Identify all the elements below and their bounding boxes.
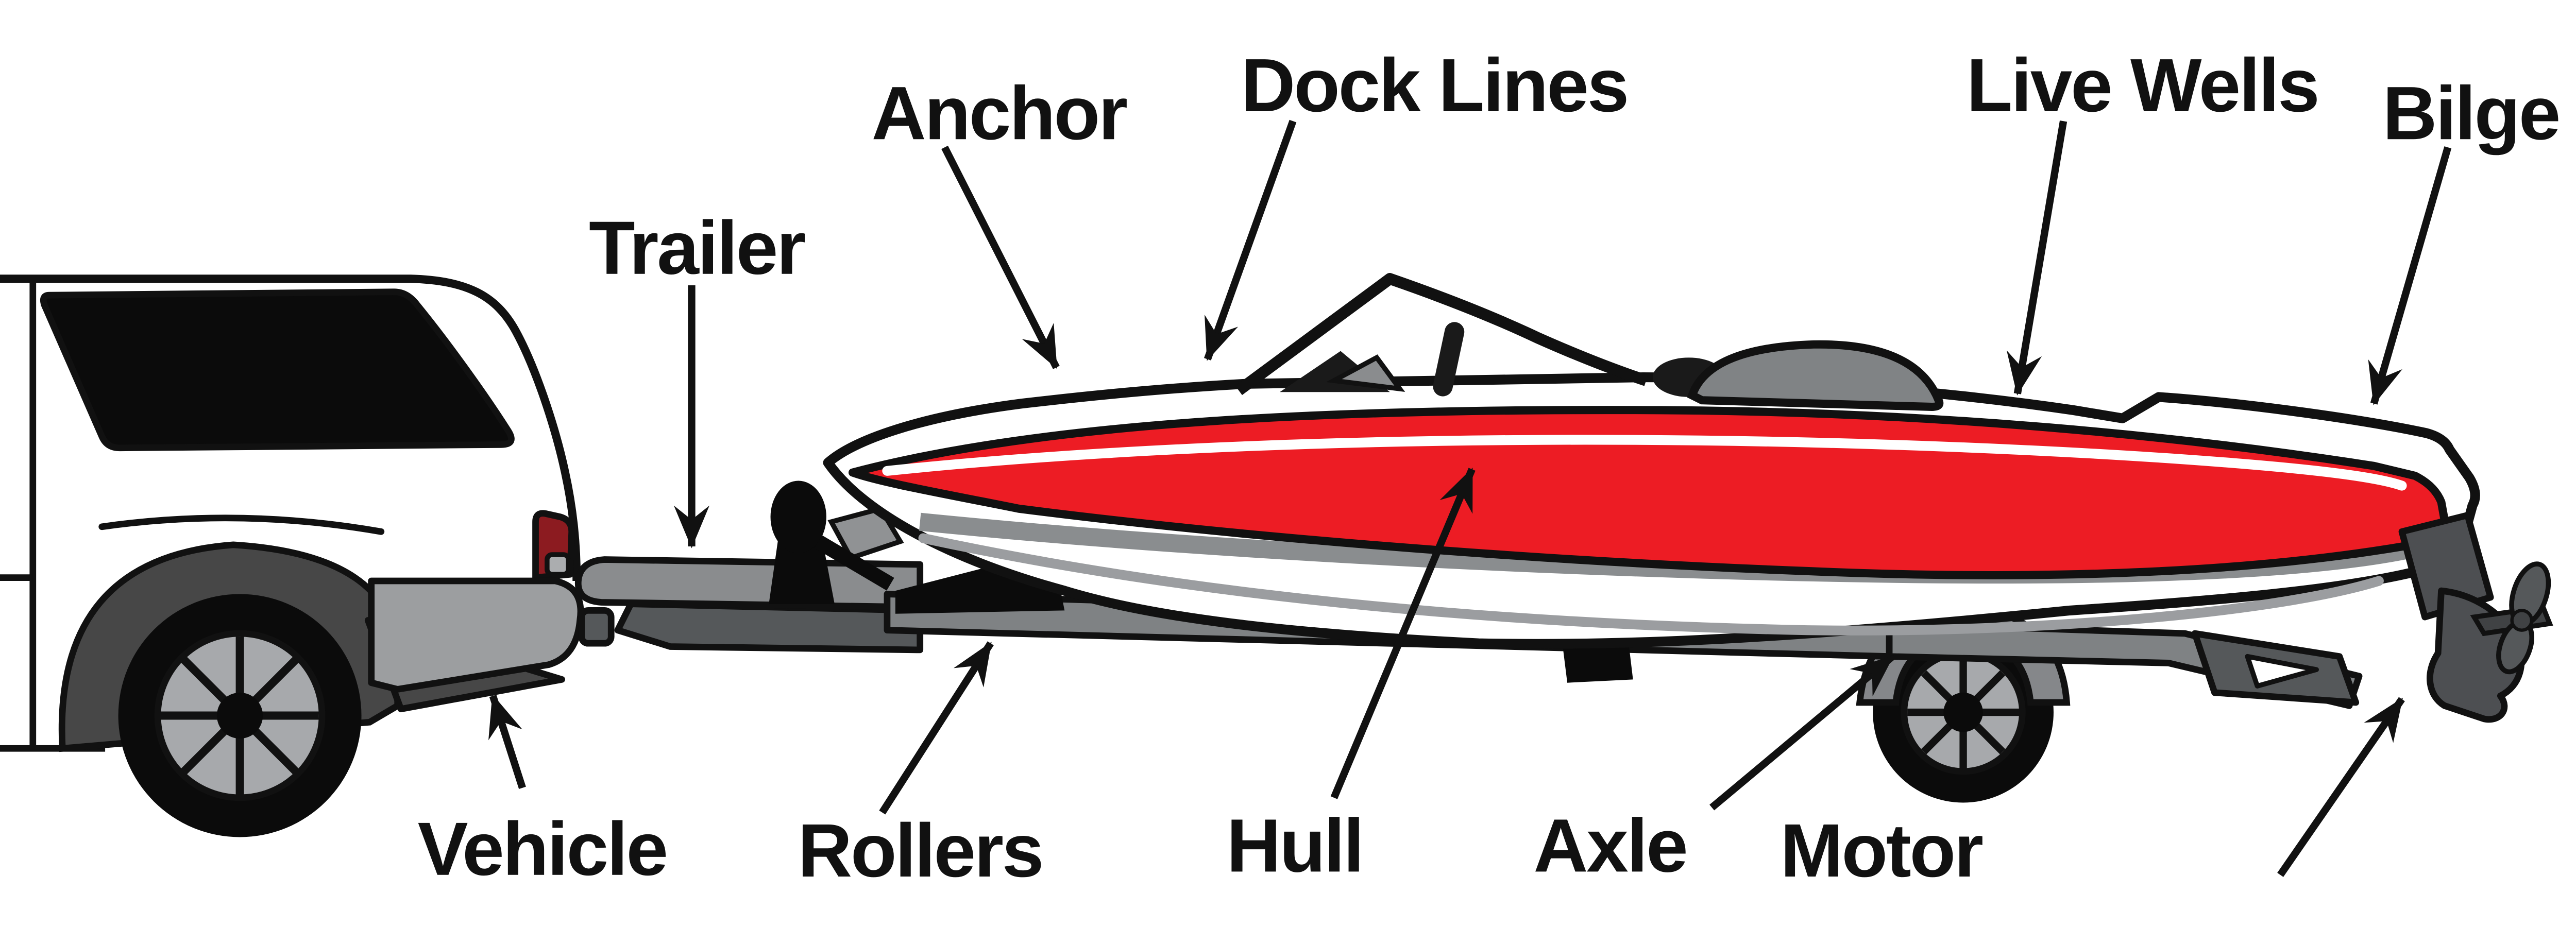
hull-lower-stripe [918, 533, 2384, 636]
label-bilge: Bilge [2383, 71, 2560, 156]
vehicle-crease-line [98, 514, 385, 535]
label-live-wells: Live Wells [1967, 43, 2318, 128]
rollers-arrow [879, 641, 994, 815]
label-anchor: Anchor [872, 71, 1127, 156]
label-axle: Axle [1533, 803, 1686, 888]
live-wells-arrow [2006, 120, 2067, 396]
vehicle-roof-outline [0, 274, 581, 581]
callout-arrows [488, 119, 2452, 877]
winch-post [769, 535, 835, 604]
trailer-wheel-cap [1943, 692, 1983, 732]
hull-pinstripe [882, 435, 2407, 491]
hull-arrow [1330, 467, 1476, 799]
motor-transom-bracket [2398, 512, 2494, 621]
seat-cushion [1326, 354, 1405, 392]
callout-labels: Anchor Dock Lines Live Wells Bilge Trail… [418, 43, 2561, 893]
trailer-light-cutout [2245, 654, 2319, 689]
vehicle-arrow [488, 694, 526, 789]
hitch-step-block [578, 607, 615, 647]
vehicle-taillight-lens [545, 552, 571, 577]
outboard-motor [2398, 512, 2553, 723]
dock-lines-arrow [1204, 119, 1297, 361]
label-rollers: Rollers [798, 809, 1042, 893]
vehicle-window [40, 288, 515, 452]
winch-brace [814, 535, 894, 591]
label-trailer: Trailer [589, 206, 805, 290]
throttle-lever [1433, 322, 1465, 397]
axle-arrow [1709, 654, 1895, 811]
label-motor: Motor [1780, 809, 1982, 893]
windshield [1235, 273, 1648, 396]
vehicle-wheel-cap [216, 692, 263, 739]
hitch-lower-bracket [614, 600, 924, 654]
bilge-arrow [2368, 146, 2452, 405]
label-hull: Hull [1227, 803, 1363, 888]
winch-head [770, 480, 826, 553]
label-dock-lines: Dock Lines [1241, 43, 1628, 128]
vehicle-suv [0, 274, 584, 837]
trailer-tongue-bar [574, 556, 924, 611]
label-vehicle: Vehicle [418, 807, 667, 891]
boat [823, 273, 2480, 649]
anchor-arrow [941, 145, 1060, 369]
bow-roller-pad [827, 506, 904, 561]
propeller-hub [2510, 609, 2534, 632]
motor-arrow [2277, 697, 2405, 877]
engine-cowl [1687, 340, 1944, 411]
